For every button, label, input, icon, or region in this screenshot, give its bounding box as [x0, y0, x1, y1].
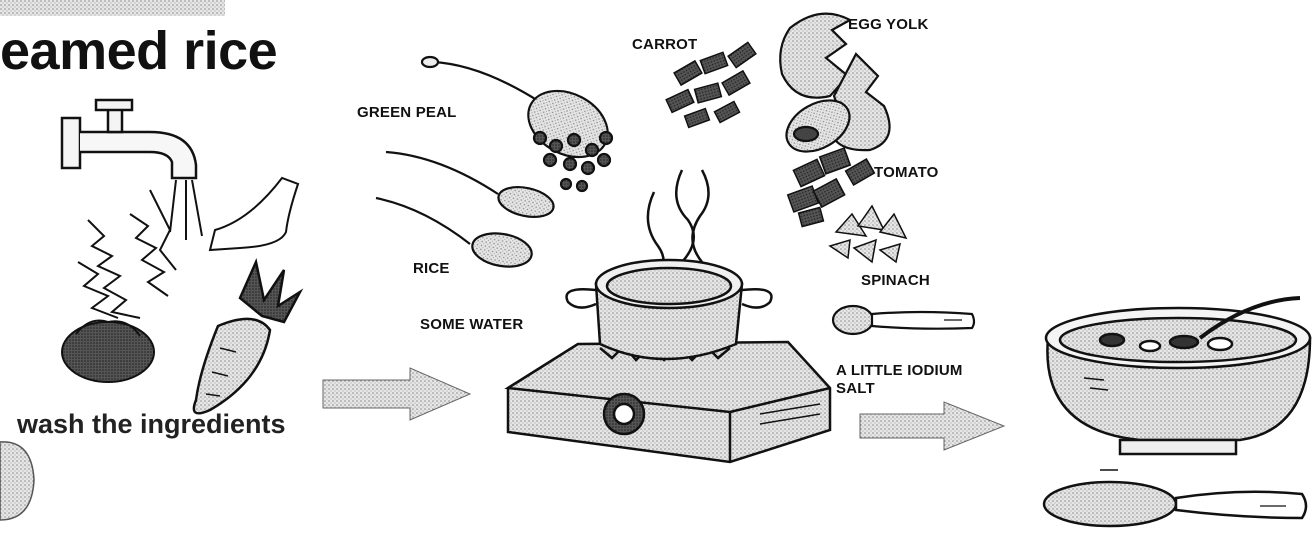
serving-spoon-icon [1044, 470, 1306, 526]
label-spinach: SPINACH [861, 272, 930, 289]
step-caption: wash the ingredients [17, 409, 286, 440]
hand-icon [210, 178, 298, 250]
tomato-pieces-icon [788, 148, 875, 227]
label-some-water: SOME WATER [420, 316, 523, 333]
page-title: eamed rice [0, 20, 277, 82]
label-iodium-salt-line2: SALT [836, 380, 963, 398]
label-rice: RICE [413, 260, 450, 277]
faucet-icon [62, 100, 202, 240]
salt-spoon-icon [833, 306, 974, 334]
carrot-icon [194, 262, 300, 413]
egg-yolk-icon [778, 14, 890, 162]
steam-icon [648, 170, 709, 272]
label-egg-yolk: EGG YOLK [848, 16, 929, 33]
bowl-icon [1046, 298, 1310, 454]
arrow-2 [860, 402, 1004, 450]
spoon-green-peal-icon [422, 57, 619, 191]
carrot-pieces-icon [666, 42, 756, 127]
label-iodium-salt-line1: A LITTLE IODIUM [836, 362, 963, 380]
label-tomato: TOMATO [874, 164, 939, 181]
label-carrot: CARROT [632, 36, 697, 53]
leafy-greens-icon [62, 190, 176, 382]
top-strip [0, 0, 225, 16]
arrow-1 [323, 368, 470, 420]
edge-blob [0, 442, 34, 520]
spoon-rice-1-icon [386, 152, 556, 222]
spinach-pieces-icon [830, 206, 906, 262]
label-green-peal: GREEN PEAL [357, 104, 457, 121]
label-iodium-salt: A LITTLE IODIUM SALT [836, 362, 963, 398]
